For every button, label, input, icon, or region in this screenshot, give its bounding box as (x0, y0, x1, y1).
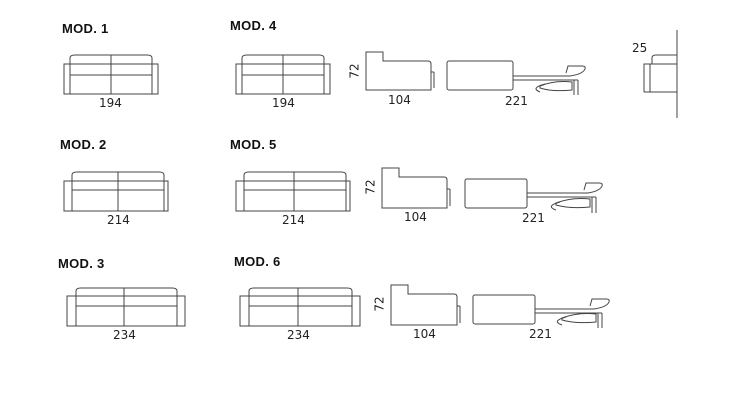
mod-6-width: 234 (287, 328, 310, 342)
mod-1-front-view (63, 54, 159, 95)
mod-5-front-view (235, 171, 351, 212)
mod-6-front-view (239, 287, 361, 327)
mod-4-side-height: 72 (347, 63, 362, 79)
mod-4-open-depth: 221 (505, 94, 528, 108)
mod-6-side-height: 72 (372, 296, 387, 312)
mod-4-front-view (235, 54, 331, 95)
mod-4-label: MOD. 4 (230, 18, 277, 33)
mod-5-width: 214 (282, 213, 305, 227)
mod-5-side-closed (381, 167, 451, 209)
mod-4-width: 194 (272, 96, 295, 110)
mod-5-side-open (464, 178, 603, 213)
mod-5-label: MOD. 5 (230, 137, 277, 152)
mod-4-side-closed (365, 51, 435, 91)
mod-4-side-open (446, 60, 586, 95)
detail-value: 25 (632, 41, 648, 55)
mod-3-width: 234 (113, 328, 136, 342)
mod-2-label: MOD. 2 (60, 137, 107, 152)
mod-6-side-closed (390, 284, 461, 326)
mod-6-label: MOD. 6 (234, 254, 281, 269)
mod-1-width: 194 (99, 96, 122, 110)
mod-4-side-depth: 104 (388, 93, 411, 107)
mod-5-open-depth: 221 (522, 211, 545, 225)
mod-5-side-depth: 104 (404, 210, 427, 224)
mod-6-open-depth: 221 (529, 327, 552, 341)
mod-3-front-view (66, 287, 186, 327)
mod-3-label: MOD. 3 (58, 256, 105, 271)
detail-cropped-view (643, 30, 678, 118)
mod-5-side-height: 72 (363, 179, 378, 195)
mod-2-front-view (63, 171, 169, 212)
mod-6-side-open (472, 294, 610, 328)
mod-1-label: MOD. 1 (62, 21, 109, 36)
mod-6-side-depth: 104 (413, 327, 436, 341)
mod-2-width: 214 (107, 213, 130, 227)
